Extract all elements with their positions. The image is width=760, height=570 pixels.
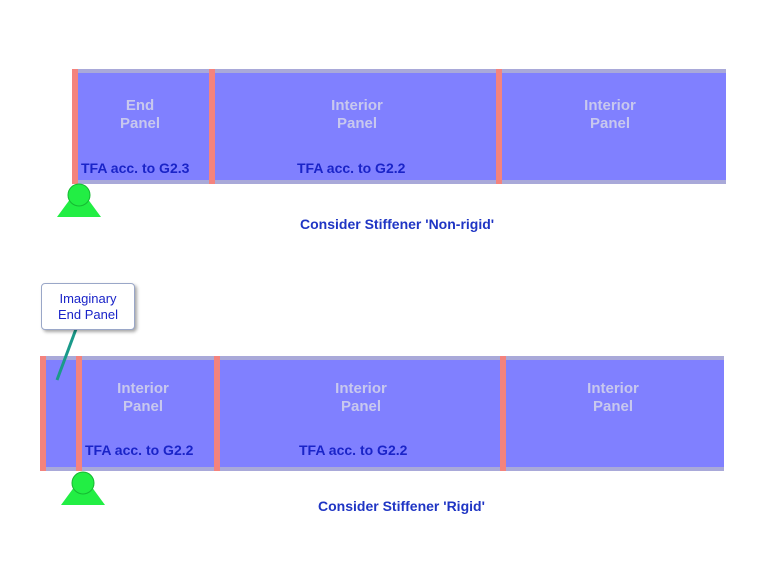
bottom-flange [40,467,724,471]
panel-label: Interior Panel [584,97,636,132]
tfa-label: TFA acc. to G2.3 [81,160,190,176]
tfa-label: TFA acc. to G2.2 [299,442,408,458]
panel-label: Interior Panel [335,380,387,415]
end-stiffener [76,356,82,471]
diagram-caption: Consider Stiffener 'Non-rigid' [300,216,495,232]
panel-label: Interior Panel [117,380,169,415]
tfa-label: TFA acc. to G2.2 [297,160,406,176]
top-flange [72,69,726,73]
intermediate-stiffener [500,356,506,471]
diagram-caption: Consider Stiffener 'Rigid' [318,498,485,514]
panel-label: Interior Panel [587,380,639,415]
tfa-label: TFA acc. to G2.2 [85,442,194,458]
girder-top [72,69,726,184]
bottom-flange [72,180,726,184]
pin-support-icon [61,471,105,505]
girder-bottom [40,356,724,471]
pin-support-icon [57,183,101,217]
intermediate-stiffener [496,69,502,184]
imaginary-end-panel-callout: Imaginary End Panel [41,283,135,330]
top-flange [40,356,724,360]
intermediate-stiffener [209,69,215,184]
intermediate-stiffener [214,356,220,471]
panel-label: End Panel [119,97,161,132]
imaginary-end-stiffener [40,356,46,471]
panel-label: Interior Panel [331,97,383,132]
end-stiffener [72,69,78,184]
